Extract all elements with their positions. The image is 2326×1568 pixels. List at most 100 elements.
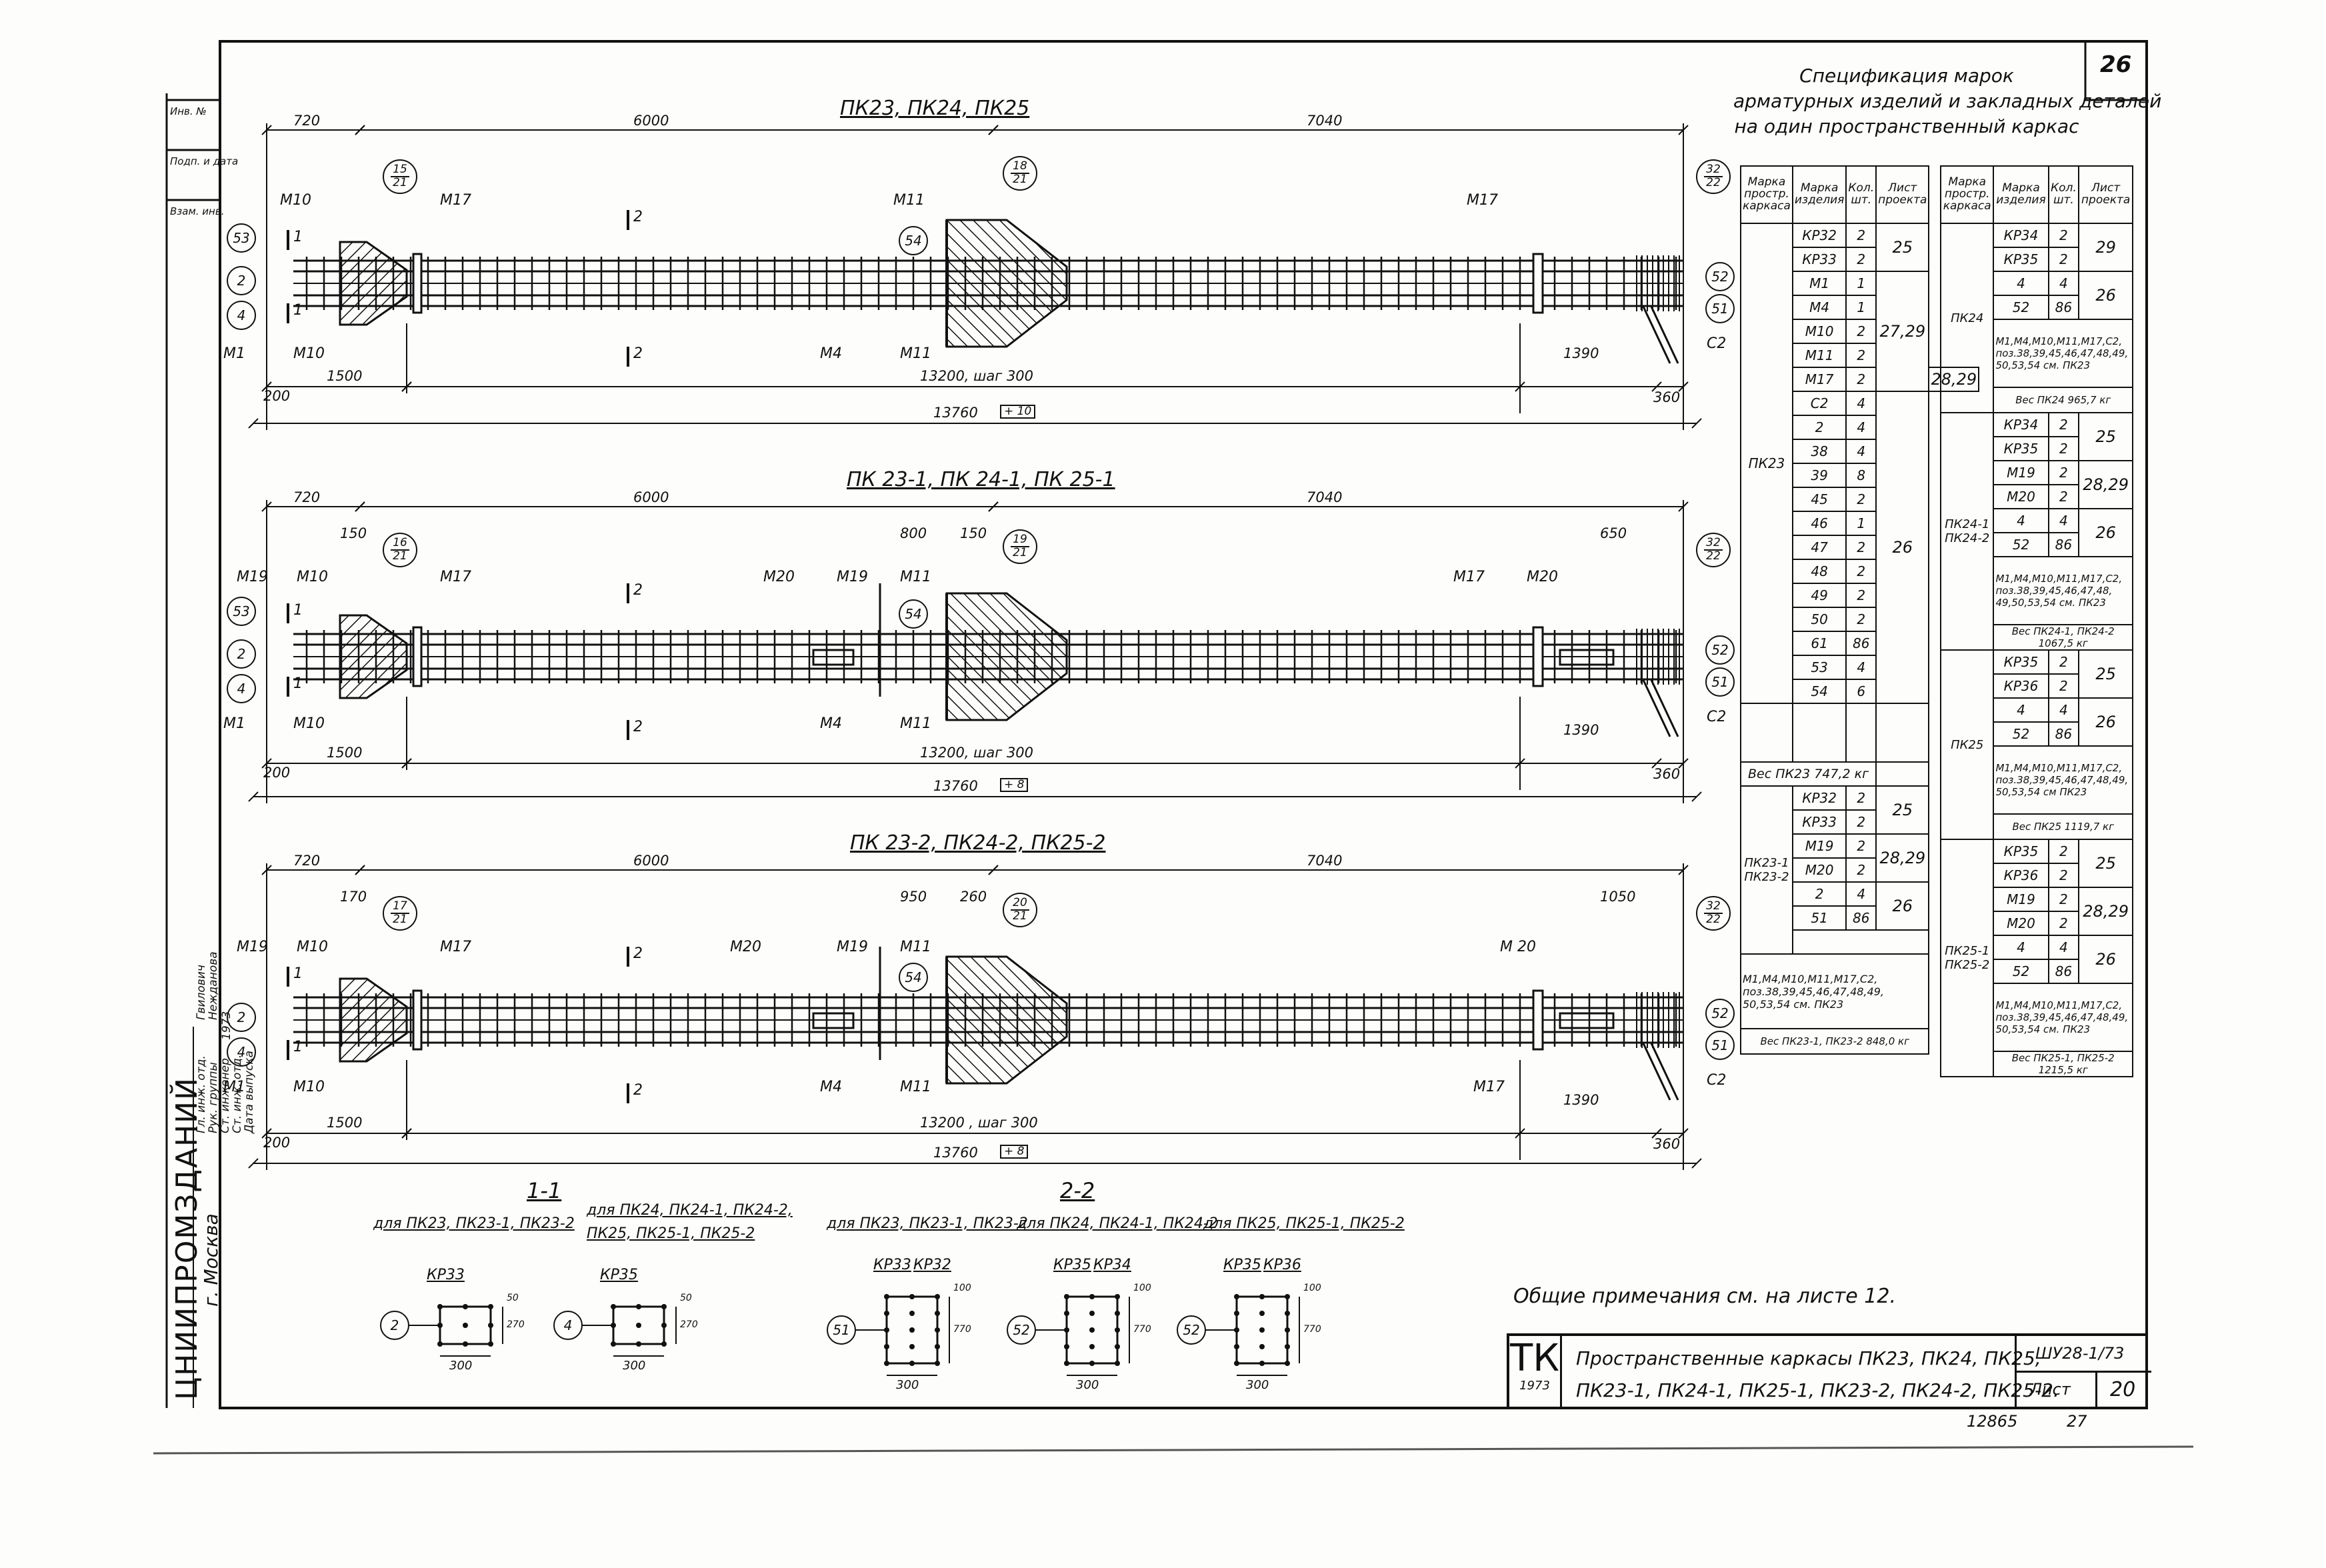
item-qty: 2 bbox=[2047, 673, 2080, 699]
sheet-ref: 26 bbox=[1875, 391, 1930, 704]
item-mark: КР33 bbox=[1791, 809, 1847, 835]
weight-row: Вес ПК23 747,2 кг bbox=[1739, 761, 1877, 787]
callout-mark: М11 bbox=[900, 345, 931, 362]
dim-extra: 800 bbox=[900, 525, 927, 541]
callout-mark: М10 bbox=[297, 939, 328, 955]
item-qty: 86 bbox=[2047, 532, 2080, 557]
section-mark-label: КР32 bbox=[913, 1257, 951, 1273]
detail-ref-circle-top: 16 bbox=[391, 537, 409, 551]
item-mark: 45 bbox=[1791, 487, 1847, 512]
item-mark: КР33 bbox=[1791, 247, 1847, 272]
section-mark: 1 bbox=[293, 965, 303, 982]
spec-header: Марка простр. каркаса bbox=[1939, 165, 1995, 224]
position-circle: 53 bbox=[227, 597, 256, 626]
item-mark: КР35 bbox=[1993, 649, 2049, 675]
sheet-ref: 25 bbox=[1875, 223, 1930, 272]
sheet-number-title: 20 bbox=[2110, 1378, 2136, 1401]
title-block: ТК 1973 Пространственные каркасы ПК23, П… bbox=[1507, 1333, 2151, 1408]
dim-left: 720 bbox=[293, 113, 321, 129]
item-qty: 4 bbox=[1845, 439, 1877, 464]
spec-header: Лист проекта bbox=[2078, 165, 2133, 224]
dim-6000: 6000 bbox=[633, 113, 669, 129]
spec-title: Спецификация марок арматурных изделий и … bbox=[1733, 67, 2161, 137]
bottom-number-2: 27 bbox=[2067, 1412, 2087, 1431]
spec-header: Марка изделия bbox=[1993, 165, 2049, 224]
dim-extra: 170 bbox=[340, 889, 367, 905]
dim-7040: 7040 bbox=[1307, 489, 1343, 505]
dim-1500: 1500 bbox=[327, 368, 363, 384]
item-mark: КР32 bbox=[1791, 223, 1847, 248]
sheet-ref: 26 bbox=[2078, 508, 2133, 557]
dim-13200: 13200, шаг 300 bbox=[920, 745, 1034, 761]
item-mark: 49 bbox=[1791, 583, 1847, 608]
sheet-ref: 27,29 bbox=[1875, 271, 1930, 392]
stamp-row: Ст. инженер bbox=[219, 1058, 232, 1133]
dim-total: 13760 bbox=[933, 1145, 978, 1161]
item-qty: 4 bbox=[2047, 697, 2080, 723]
sheet-ref: 29 bbox=[2078, 223, 2133, 272]
dim-total: 13760 bbox=[933, 405, 978, 421]
section-mark: 1 bbox=[293, 602, 303, 619]
item-mark: М1 bbox=[1791, 271, 1847, 296]
item-qty: 4 bbox=[2047, 271, 2080, 296]
spec-header: Марка изделия bbox=[1791, 165, 1847, 224]
section-width: 300 bbox=[1076, 1378, 1099, 1392]
section-height: 770 bbox=[1133, 1324, 1151, 1335]
position-circle: 53 bbox=[227, 223, 256, 253]
detail-ref-circle-bottom: 21 bbox=[393, 176, 407, 189]
item-mark: 51 bbox=[1791, 905, 1847, 931]
dim-360: 360 bbox=[1653, 766, 1681, 782]
item-mark: 39 bbox=[1791, 463, 1847, 488]
section-mark: 2 bbox=[633, 719, 643, 735]
item-qty: 6 bbox=[1845, 679, 1877, 704]
stamp-row: Рук. группы bbox=[207, 1062, 220, 1133]
callout-mark: М20 bbox=[1527, 569, 1558, 585]
item-mark: М20 bbox=[1993, 911, 2049, 936]
item-qty: 2 bbox=[2047, 887, 2080, 912]
frame-mark: ПК25 bbox=[1939, 649, 1995, 840]
position-circle: 2 bbox=[227, 1003, 256, 1032]
margin-mark: Инв. № bbox=[170, 105, 207, 117]
detail-ref-circle-top: 32 bbox=[1704, 163, 1723, 177]
item-mark: М19 bbox=[1993, 887, 2049, 912]
detail-ref-circle-top: 20 bbox=[1011, 897, 1029, 911]
item-qty: 2 bbox=[1845, 857, 1877, 883]
dim-6000: 6000 bbox=[633, 489, 669, 505]
item-mark: КР32 bbox=[1791, 785, 1847, 811]
dim-1500: 1500 bbox=[327, 1115, 363, 1131]
item-qty: 2 bbox=[2047, 863, 2080, 888]
callout-mark: М11 bbox=[893, 192, 925, 209]
spec-title-line3: на один пространственный каркас bbox=[1734, 115, 2079, 137]
dim-tolerance: + 10 bbox=[1000, 405, 1036, 419]
item-mark: М11 bbox=[1791, 343, 1847, 368]
org-city: г. Москва bbox=[200, 1213, 222, 1307]
item-qty: 2 bbox=[2047, 839, 2080, 864]
item-mark: 52 bbox=[1993, 532, 2049, 557]
callout-mark: М11 bbox=[900, 1079, 931, 1095]
section-mark: 2 bbox=[633, 582, 643, 599]
dim-360: 360 bbox=[1653, 389, 1681, 405]
callout-mark: М17 bbox=[1473, 1079, 1505, 1095]
spec-header: Марка простр. каркаса bbox=[1740, 165, 1793, 224]
callout-mark: М20 bbox=[763, 569, 795, 585]
detail-ref-circle-bottom: 22 bbox=[1706, 913, 1721, 926]
frame-mark: ПК23 bbox=[1740, 223, 1793, 704]
section-cover: 100 bbox=[1133, 1283, 1151, 1293]
callout-mark: М11 bbox=[900, 939, 931, 955]
item-mark: КР36 bbox=[1993, 673, 2049, 699]
section-mark: 2 bbox=[633, 945, 643, 962]
position-circle: 2 bbox=[227, 266, 256, 295]
item-qty: 2 bbox=[1845, 487, 1877, 512]
item-mark: 53 bbox=[1791, 655, 1847, 680]
dim-200: 200 bbox=[263, 1135, 291, 1151]
item-qty: 2 bbox=[2047, 223, 2080, 248]
callout-mark: С2 bbox=[1707, 1072, 1727, 1089]
section-mark: 1 bbox=[293, 229, 303, 245]
detail-ref-circle-top: 32 bbox=[1704, 900, 1723, 914]
